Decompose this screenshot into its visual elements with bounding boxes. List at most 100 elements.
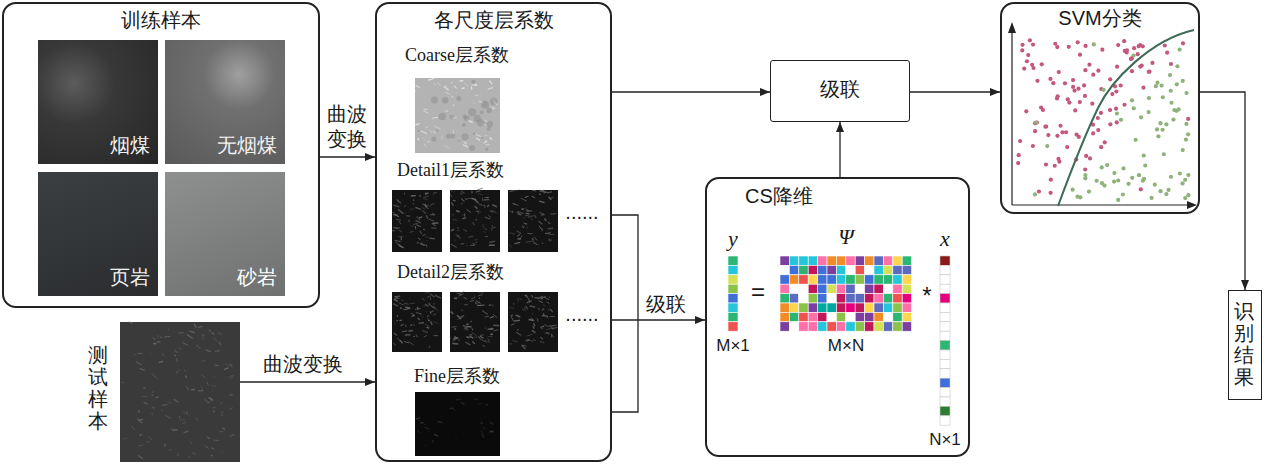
texture-stroke bbox=[482, 345, 485, 346]
texture-stroke bbox=[518, 238, 521, 240]
data-point bbox=[1183, 178, 1187, 182]
matrix-cell bbox=[855, 322, 864, 331]
data-point bbox=[1168, 73, 1172, 77]
data-point bbox=[1071, 188, 1075, 192]
texture-stroke bbox=[524, 223, 527, 225]
matrix-cell bbox=[818, 322, 827, 331]
texture-stroke bbox=[484, 141, 487, 143]
matrix-cell bbox=[808, 322, 817, 331]
detail-image bbox=[508, 292, 558, 352]
texture-spot bbox=[431, 96, 438, 103]
texture-stroke bbox=[456, 234, 461, 238]
texture-spot bbox=[487, 127, 491, 131]
texture-stroke bbox=[411, 313, 415, 315]
texture-stroke bbox=[517, 234, 520, 236]
node-label: 页岩 bbox=[110, 265, 150, 290]
data-point bbox=[1139, 187, 1143, 191]
matrix-symbol: Ψ bbox=[838, 224, 853, 250]
texture-stroke bbox=[540, 341, 541, 343]
test-sample: 测试样本 bbox=[80, 322, 240, 462]
matrix-cell bbox=[827, 312, 836, 321]
texture-stroke bbox=[174, 354, 176, 356]
matrix-cell bbox=[846, 303, 855, 312]
texture-stroke bbox=[206, 350, 211, 352]
texture-stroke bbox=[445, 110, 449, 112]
matrix-cell bbox=[902, 322, 911, 331]
matrix-cell bbox=[893, 265, 902, 274]
matrix-cell bbox=[846, 322, 855, 331]
texture-stroke bbox=[229, 377, 233, 378]
texture-stroke bbox=[212, 390, 213, 392]
texture-stroke bbox=[532, 313, 533, 315]
texture-stroke bbox=[517, 298, 518, 302]
axis-arrow bbox=[1187, 201, 1197, 209]
texture-stroke bbox=[196, 418, 198, 420]
data-point bbox=[1064, 130, 1068, 134]
texture-stroke bbox=[490, 431, 494, 433]
texture-stroke bbox=[219, 431, 223, 432]
texture-stroke bbox=[433, 322, 438, 323]
matrix-cell bbox=[855, 265, 864, 274]
texture-stroke bbox=[475, 241, 477, 243]
matrix-cell bbox=[836, 312, 845, 321]
texture-stroke bbox=[458, 138, 460, 139]
matrix-cell bbox=[808, 265, 817, 274]
data-point bbox=[1083, 94, 1087, 98]
matrix-cell bbox=[883, 322, 892, 331]
node-label: 无烟煤 bbox=[217, 133, 277, 158]
texture-stroke bbox=[215, 350, 220, 352]
data-point bbox=[1031, 43, 1035, 47]
data-point bbox=[1074, 132, 1078, 136]
texture-stroke bbox=[228, 406, 229, 407]
texture-stroke bbox=[425, 304, 428, 306]
texture-stroke bbox=[509, 307, 514, 309]
texture-stroke bbox=[526, 213, 530, 214]
data-point bbox=[1071, 78, 1075, 82]
sparse-cell bbox=[940, 369, 950, 378]
data-point bbox=[1022, 66, 1026, 70]
data-point bbox=[1156, 134, 1160, 138]
texture-stroke bbox=[455, 328, 456, 329]
sample-tile: 页岩 bbox=[38, 172, 158, 296]
data-point bbox=[1169, 62, 1173, 66]
texture-stroke bbox=[213, 407, 216, 409]
texture-stroke bbox=[426, 215, 427, 218]
texture-stroke bbox=[474, 399, 478, 400]
texture-stroke bbox=[525, 196, 529, 197]
texture-stroke bbox=[423, 305, 425, 307]
texture-stroke bbox=[544, 324, 548, 326]
data-point bbox=[1153, 183, 1157, 187]
image-texture bbox=[392, 193, 438, 248]
texture-stroke bbox=[146, 441, 150, 442]
texture-stroke bbox=[473, 243, 476, 245]
data-point bbox=[1162, 152, 1166, 156]
texture-stroke bbox=[400, 307, 402, 309]
texture-stroke bbox=[413, 324, 415, 325]
axis-arrow bbox=[1008, 22, 1016, 33]
flow-arrow bbox=[320, 156, 375, 157]
texture-stroke bbox=[485, 236, 488, 237]
data-point bbox=[1115, 65, 1119, 69]
texture-stroke bbox=[485, 340, 487, 343]
data-point bbox=[1078, 53, 1082, 57]
texture-stroke bbox=[138, 420, 142, 423]
flow-arrow bbox=[1200, 92, 1245, 290]
texture-stroke bbox=[408, 341, 413, 345]
data-point bbox=[1055, 96, 1059, 100]
texture-stroke bbox=[422, 330, 428, 332]
texture-stroke bbox=[517, 212, 521, 215]
matrix-cell bbox=[865, 284, 874, 293]
texture-stroke bbox=[393, 304, 398, 307]
texture-stroke bbox=[201, 337, 205, 339]
texture-stroke bbox=[423, 229, 425, 231]
matrix-cell bbox=[827, 256, 836, 265]
texture-stroke bbox=[523, 223, 526, 225]
texture-stroke bbox=[156, 397, 159, 398]
texture-stroke bbox=[475, 302, 477, 305]
coefficient-group: Fine层系数 bbox=[392, 362, 522, 460]
matrix-cell bbox=[855, 275, 864, 284]
texture-stroke bbox=[143, 387, 145, 388]
texture-stroke bbox=[475, 200, 479, 204]
texture-stroke bbox=[480, 336, 484, 338]
texture-stroke bbox=[485, 328, 486, 329]
